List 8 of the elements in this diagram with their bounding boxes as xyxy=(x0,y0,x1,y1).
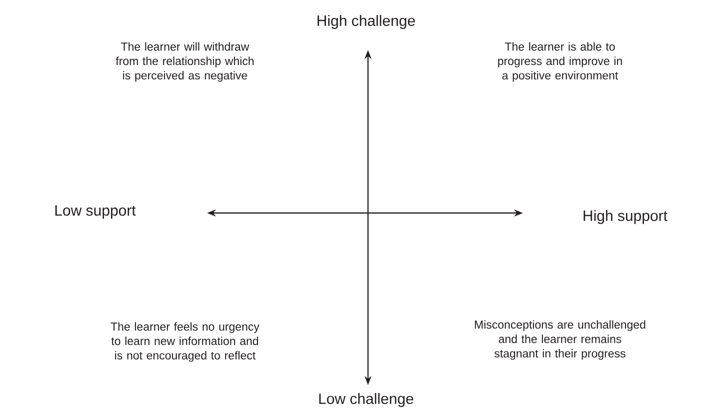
axis-label: High challenge xyxy=(318,15,415,29)
quadrant-note: The learner will withdraw from the relationship which is perceived as negative xyxy=(116,42,254,82)
quadrant-note: Misconceptions are unchallenged and the learner remains stagnant in their progress xyxy=(474,320,646,360)
quadrant-note: The learner feels no urgency to learn new information and is not encouraged to reflect xyxy=(110,322,260,362)
axis-label: Low challenge xyxy=(319,393,414,407)
axis-label: Low support xyxy=(55,205,136,219)
axis-label: High support xyxy=(584,210,668,224)
quadrant-note: The learner is able to progress and improve in a positive environment xyxy=(498,42,622,82)
